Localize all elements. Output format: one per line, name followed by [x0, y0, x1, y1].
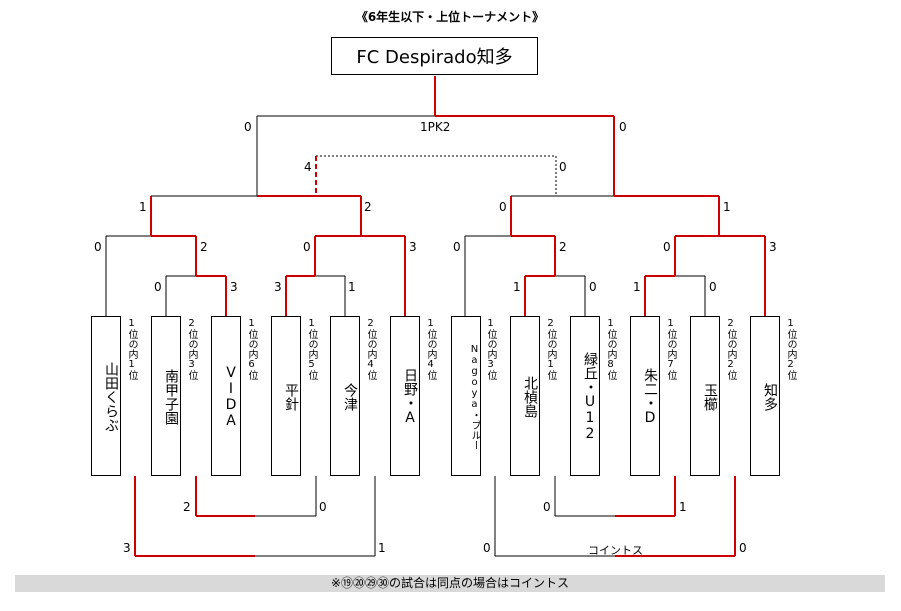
- team-box: VIDA: [211, 316, 241, 476]
- team-box: 緑丘・U12: [570, 316, 600, 476]
- score: 0: [453, 240, 461, 254]
- score: 3: [123, 541, 131, 555]
- team-rank: 1位の内1位: [126, 318, 137, 380]
- team-box: 朱二・D: [630, 316, 660, 476]
- page-title: 《6年生以下・上位トーナメント》: [355, 10, 545, 24]
- coin-toss-label: コイントス: [588, 544, 643, 557]
- score: 1: [723, 200, 731, 214]
- team-rank: 1位の内4位: [425, 318, 436, 380]
- score: 1: [139, 200, 147, 214]
- score: 0: [154, 280, 162, 294]
- score: 2: [559, 240, 567, 254]
- score: 0: [663, 240, 671, 254]
- score: 1: [513, 280, 521, 294]
- score: 0: [483, 541, 491, 555]
- score: 3: [274, 280, 282, 294]
- score: 1: [633, 280, 641, 294]
- score: 1: [378, 541, 386, 555]
- score: 0: [499, 200, 507, 214]
- team-box: 今津: [330, 316, 360, 476]
- score: 0: [94, 240, 102, 254]
- score: 1: [348, 280, 356, 294]
- team-rank: 1位の内5位: [306, 318, 317, 380]
- score: 0: [559, 160, 567, 174]
- score: 3: [230, 280, 238, 294]
- score: 0: [589, 280, 597, 294]
- team-box: 知多: [750, 316, 780, 476]
- team-rank: 1位の内6位: [246, 318, 257, 380]
- team-rank: 2位の内1位: [545, 318, 556, 380]
- score: 0: [739, 541, 747, 555]
- score: 0: [244, 120, 252, 134]
- score: 0: [543, 500, 551, 514]
- score: 3: [409, 240, 417, 254]
- team-box: 玉櫛: [690, 316, 720, 476]
- team-rank: 2位の内2位: [725, 318, 736, 380]
- team-box: 山田くらぶ: [91, 316, 121, 476]
- score: 0: [709, 280, 717, 294]
- footer-note: ※⑲⑳㉙㉚の試合は同点の場合はコイントス: [15, 575, 885, 592]
- score: 4: [304, 160, 312, 174]
- score: 0: [619, 120, 627, 134]
- score: 0: [303, 240, 311, 254]
- champion-box: FC Despirado知多: [331, 37, 538, 75]
- score: 2: [183, 500, 191, 514]
- team-rank: 1位の内2位: [785, 318, 796, 380]
- team-box: 南甲子園: [151, 316, 181, 476]
- team-rank: 1位の内8位: [605, 318, 616, 380]
- team-box: Nagoya・ブルー: [451, 316, 481, 476]
- score: 3: [769, 240, 777, 254]
- score: 0: [319, 500, 327, 514]
- team-rank: 2位の内3位: [186, 318, 197, 380]
- score: 1: [679, 500, 687, 514]
- team-rank: 1位の内3位: [485, 318, 496, 380]
- team-box: 平針: [271, 316, 301, 476]
- pk-score: 1PK2: [420, 120, 451, 134]
- team-box: 日野・A: [390, 316, 420, 476]
- team-rank: 2位の内4位: [365, 318, 376, 380]
- team-box: 北楨島: [510, 316, 540, 476]
- team-rank: 1位の内7位: [665, 318, 676, 380]
- score: 2: [200, 240, 208, 254]
- score: 2: [364, 200, 372, 214]
